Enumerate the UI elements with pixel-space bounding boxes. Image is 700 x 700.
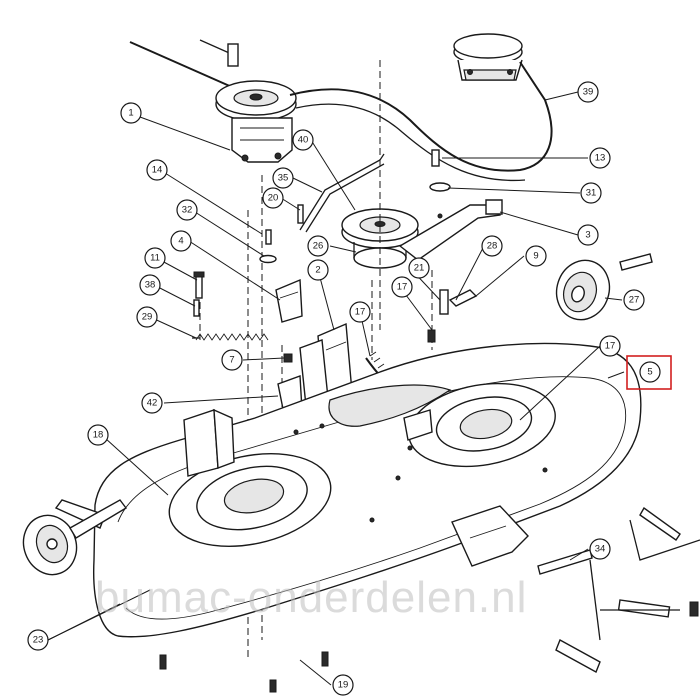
- callout-19: 19: [332, 674, 354, 696]
- svg-text:21: 21: [414, 263, 425, 274]
- svg-text:29: 29: [142, 312, 153, 323]
- svg-text:26: 26: [313, 241, 324, 252]
- callout-31: 31: [580, 182, 602, 204]
- svg-text:3: 3: [585, 230, 590, 241]
- svg-text:17: 17: [605, 341, 616, 352]
- callout-34: 34: [589, 538, 611, 560]
- hardware-parts-bottom: [159, 506, 700, 693]
- pulley-assembly-1: [129, 39, 297, 163]
- callout-29: 29: [136, 306, 158, 328]
- svg-text:17: 17: [397, 282, 408, 293]
- callout-32: 32: [176, 199, 198, 221]
- svg-text:11: 11: [150, 253, 160, 264]
- svg-text:4: 4: [178, 236, 183, 247]
- callout-11: 11: [144, 247, 166, 269]
- callout-2: 2: [307, 259, 329, 281]
- callout-23: 23: [27, 629, 49, 651]
- callout-39: 39: [577, 81, 599, 103]
- callout-9: 9: [525, 245, 547, 267]
- callout-17c: 17: [599, 335, 621, 357]
- callout-40: 40: [292, 129, 314, 151]
- callout-27: 27: [623, 289, 645, 311]
- callout-leader-lines: [47, 91, 625, 686]
- callout-1: 1: [120, 102, 142, 124]
- callout-42: 42: [141, 392, 163, 414]
- callout-21: 21: [408, 257, 430, 279]
- callout-4: 4: [170, 230, 192, 252]
- svg-text:19: 19: [338, 680, 349, 691]
- svg-text:34: 34: [595, 544, 606, 555]
- tension-rod: [299, 149, 451, 233]
- callout-3: 3: [577, 224, 599, 246]
- svg-text:32: 32: [182, 205, 193, 216]
- svg-text:14: 14: [152, 165, 163, 176]
- svg-text:7: 7: [229, 355, 234, 366]
- pulley-assembly-right: [453, 33, 523, 81]
- callout-14: 14: [146, 159, 168, 181]
- callout-17b: 17: [349, 301, 371, 323]
- mount-brackets-center: [299, 253, 653, 407]
- mower-deck-housing-5: [54, 342, 642, 638]
- callout-7: 7: [221, 349, 243, 371]
- svg-text:17: 17: [355, 307, 366, 318]
- svg-text:39: 39: [583, 87, 594, 98]
- svg-text:9: 9: [533, 251, 538, 262]
- callout-38: 38: [139, 274, 161, 296]
- highlight-box-part-5: [626, 355, 672, 390]
- svg-text:2: 2: [315, 265, 320, 276]
- callout-5: 5: [639, 361, 661, 383]
- svg-text:18: 18: [93, 430, 104, 441]
- front-roller-wheel: [22, 499, 128, 576]
- svg-text:38: 38: [145, 280, 156, 291]
- svg-text:13: 13: [595, 153, 606, 164]
- svg-text:27: 27: [629, 295, 640, 306]
- callout-13: 13: [589, 147, 611, 169]
- svg-text:1: 1: [128, 108, 133, 119]
- svg-text:35: 35: [278, 173, 289, 184]
- svg-text:40: 40: [298, 135, 309, 146]
- svg-text:28: 28: [487, 241, 498, 252]
- watermark-text: bumac-onderdelen.nl: [95, 573, 527, 622]
- callout-35: 35: [272, 167, 294, 189]
- callout-26: 26: [307, 235, 329, 257]
- callout-20: 20: [262, 187, 284, 209]
- svg-text:23: 23: [33, 635, 44, 646]
- svg-text:5: 5: [647, 367, 652, 378]
- callout-28: 28: [481, 235, 503, 257]
- callout-18: 18: [87, 424, 109, 446]
- idler-arm-3: [398, 199, 503, 261]
- callout-17a: 17: [391, 276, 413, 298]
- svg-text:20: 20: [268, 193, 279, 204]
- gauge-wheel-27: [555, 259, 611, 321]
- svg-text:42: 42: [147, 398, 158, 409]
- drive-belt-39: [289, 61, 553, 182]
- svg-text:31: 31: [586, 188, 597, 199]
